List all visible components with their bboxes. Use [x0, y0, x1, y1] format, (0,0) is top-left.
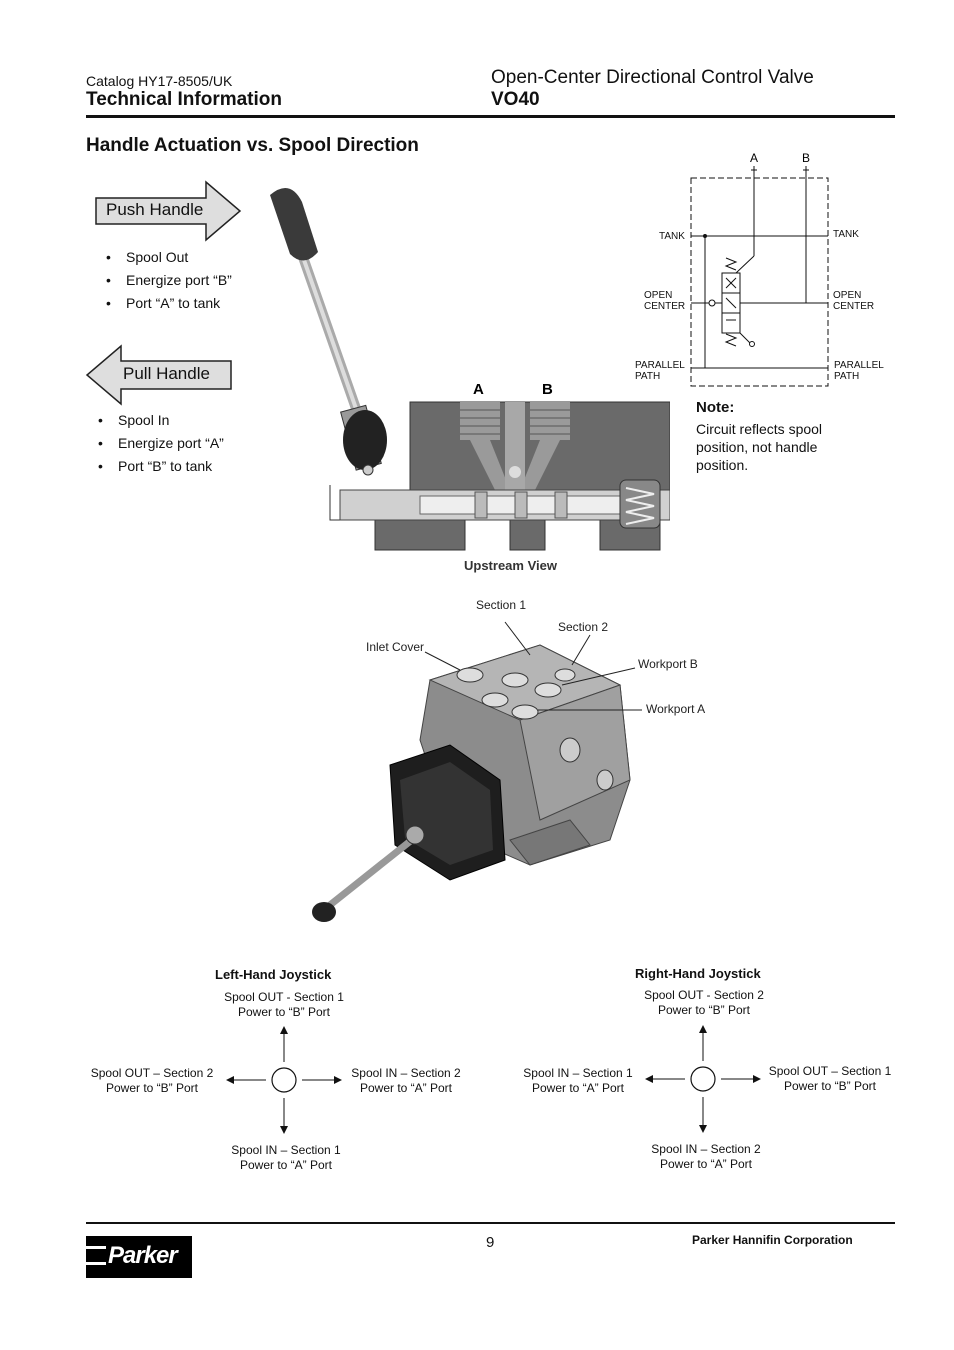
- cutaway-caption: Upstream View: [464, 558, 557, 573]
- push-bullets: Spool Out Energize port “B” Port “A” to …: [106, 246, 232, 315]
- left-joystick-crosshair-icon: [226, 1026, 342, 1134]
- note-body: Circuit reflects spool position, not han…: [696, 421, 823, 473]
- push-bullet: Energize port “B”: [106, 269, 232, 292]
- company-name: Parker Hannifin Corporation: [692, 1233, 853, 1247]
- port-a-threads: [460, 402, 500, 440]
- catalog-number: Catalog HY17-8505/UK: [86, 73, 233, 89]
- callout-section-2: Section 2: [558, 620, 609, 634]
- schematic-port-b-label: B: [802, 151, 810, 165]
- pull-bullet: Energize port “A”: [98, 432, 224, 455]
- pull-handle-label: Pull Handle: [123, 364, 210, 383]
- cutaway-port-a-label: A: [473, 381, 484, 398]
- pull-arrow-icon: [85, 344, 232, 406]
- page-number: 9: [486, 1234, 495, 1251]
- schematic-tank-right: TANK: [833, 229, 859, 240]
- section-heading: Technical Information: [86, 89, 283, 110]
- page-title: Handle Actuation vs. Spool Direction: [86, 135, 419, 156]
- callout-workport-a: Workport A: [646, 702, 706, 716]
- cutaway-port-b-label: B: [542, 381, 553, 398]
- pull-bullet: Spool In: [98, 409, 224, 432]
- schematic-tank-left: TANK: [659, 231, 685, 242]
- product-title: Open-Center Directional Control Valve: [491, 67, 814, 88]
- push-bullet: Spool Out: [106, 246, 232, 269]
- callout-section-1: Section 1: [476, 598, 527, 612]
- product-code: VO40: [491, 89, 540, 110]
- note-title: Note:: [696, 399, 735, 416]
- parker-logo-text: Parker: [108, 1242, 178, 1269]
- callout-workport-b: Workport B: [638, 657, 698, 671]
- callout-inlet-cover: Inlet Cover: [366, 640, 425, 654]
- push-arrow-icon: [95, 180, 242, 242]
- parker-logo: Parker: [86, 1236, 192, 1278]
- footer-rule: [86, 1222, 895, 1224]
- right-joystick-crosshair-icon: [645, 1025, 761, 1133]
- hydraulic-schematic: A B: [690, 151, 829, 387]
- valve-cutaway-illustration: A B: [270, 187, 670, 551]
- pull-bullets: Spool In Energize port “A” Port “B” to t…: [98, 409, 224, 478]
- note: Note: Circuit reflects spool position, n…: [696, 399, 822, 474]
- right-joystick-title: Right-Hand Joystick: [635, 966, 761, 981]
- left-joystick-title: Left-Hand Joystick: [215, 967, 332, 982]
- pull-bullet: Port “B” to tank: [98, 455, 224, 478]
- schematic-port-a-label: A: [750, 151, 758, 165]
- push-bullet: Port “A” to tank: [106, 292, 232, 315]
- push-handle-label: Push Handle: [106, 200, 204, 219]
- header-rule: [86, 115, 895, 118]
- valve-isometric-illustration: [312, 621, 642, 922]
